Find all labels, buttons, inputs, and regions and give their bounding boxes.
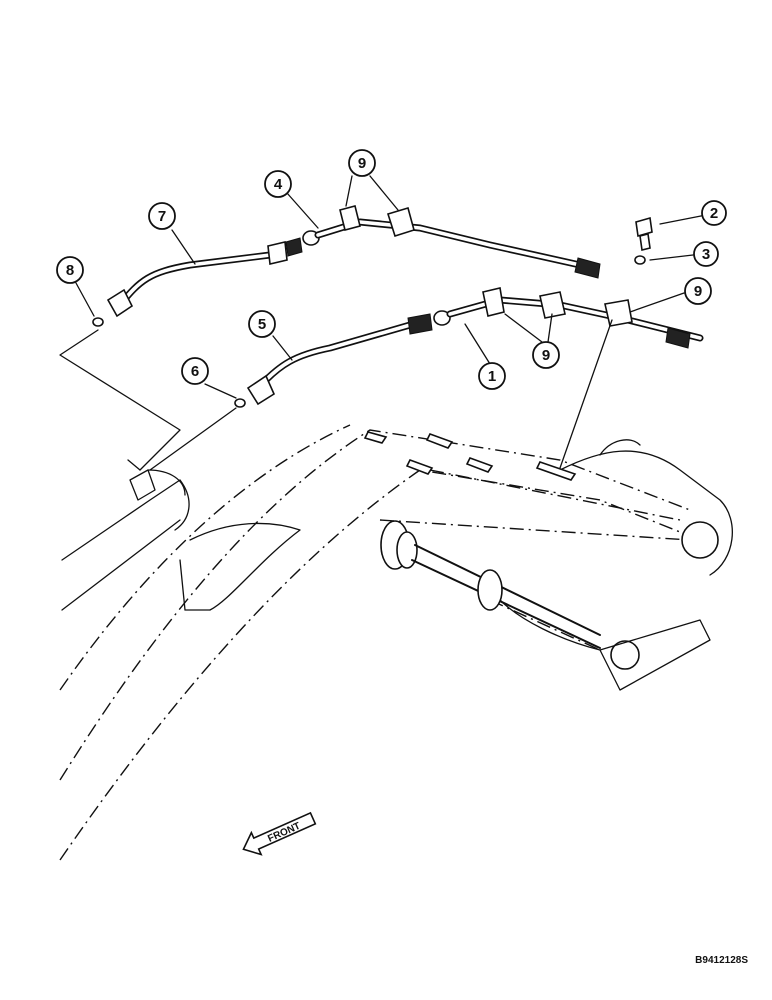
callout-2: 2 [701,200,727,226]
callout-8-label: 8 [66,262,74,279]
boom-foot-bracket [499,439,733,691]
bolt-2 [635,216,653,251]
front-arrow: FRONT [242,811,317,856]
drawing-code: B9412128S [695,955,748,966]
cylinder-end [127,459,186,501]
callout-5: 5 [248,310,276,338]
boom-clip-plates [363,431,577,481]
boom-outline [59,424,701,861]
callout-7: 7 [148,202,176,230]
o-ring-6 [234,398,246,408]
callout-9-right: 9 [684,277,712,305]
callout-9-right-label: 9 [694,283,702,300]
callout-2-label: 2 [710,205,718,222]
boom-pivot-pin [380,520,601,649]
callout-4-label: 4 [274,176,283,193]
callout-leaders [75,175,707,399]
callout-1-label: 1 [488,368,496,385]
callout-4: 4 [264,170,292,198]
callout-6: 6 [181,357,209,385]
callout-9-top-label: 9 [358,155,366,172]
callout-8: 8 [56,256,84,284]
callout-9-top: 9 [348,149,376,177]
callout-1: 1 [478,362,506,390]
callout-3: 3 [693,241,719,267]
tube-5 [246,313,433,406]
callout-3-label: 3 [702,246,710,263]
tube-7 [106,237,303,318]
callout-7-label: 7 [158,208,166,225]
spacer-3 [634,255,646,265]
tube-1 [433,287,704,349]
callout-9-bottom: 9 [532,341,560,369]
tube-4 [302,205,601,279]
leader-extensions [59,319,613,471]
callout-6-label: 6 [191,363,199,380]
o-ring-8 [92,317,104,327]
callout-9-bottom-label: 9 [542,347,550,364]
callout-5-label: 5 [258,316,266,333]
